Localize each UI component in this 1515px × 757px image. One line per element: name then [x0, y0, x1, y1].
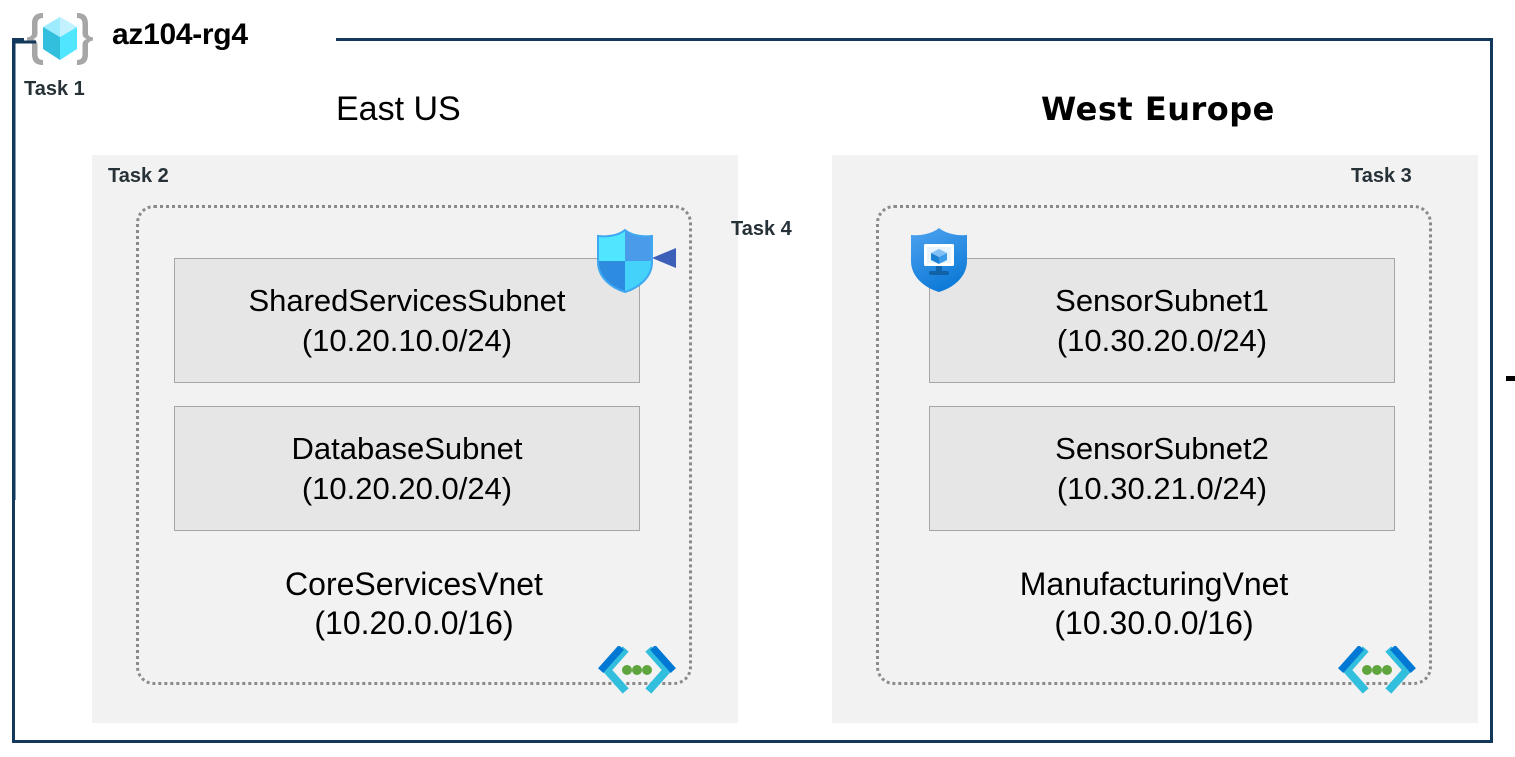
- vnet-manufacturing: ManufacturingVnet (10.30.0.0/16): [876, 205, 1432, 685]
- vnet-manufacturing-name: ManufacturingVnet: [1019, 566, 1289, 602]
- task-label-2: Task 2: [108, 165, 169, 187]
- vnet-core-services-cidr: (10.20.0.0/16): [314, 605, 514, 641]
- subnet-sensor-2: SensorSubnet2 (10.30.21.0/24): [929, 406, 1395, 531]
- resource-group-cube-icon: [24, 10, 96, 68]
- subnet-sensor-2-cidr: (10.30.21.0/24): [1056, 470, 1268, 506]
- subnet-sensor-1-cidr: (10.30.20.0/24): [1056, 322, 1268, 358]
- vnet-manufacturing-caption: ManufacturingVnet (10.30.0.0/16): [879, 565, 1429, 643]
- subnet-shared-services-cidr: (10.20.10.0/24): [301, 322, 513, 358]
- task-label-4: Task 4: [731, 218, 792, 240]
- resource-group-name: az104-rg4: [112, 18, 248, 51]
- subnet-sensor-1: SensorSubnet1 (10.30.20.0/24): [929, 258, 1395, 383]
- task1-leader-line: [12, 40, 36, 500]
- subnet-sensor-2-name: SensorSubnet2: [1055, 430, 1269, 466]
- vnet-core-services: CoreServicesVnet (10.20.0.0/16): [136, 205, 692, 685]
- subnet-shared-services: SharedServicesSubnet (10.20.10.0/24): [174, 258, 640, 383]
- vnet-core-services-caption: CoreServicesVnet (10.20.0.0/16): [139, 565, 689, 643]
- network-security-group-shield-icon: [594, 228, 656, 294]
- vnet-core-services-name: CoreServicesVnet: [285, 566, 543, 602]
- subnet-database-cidr: (10.20.20.0/24): [301, 470, 513, 506]
- subnet-sensor-1-name: SensorSubnet1: [1055, 282, 1269, 318]
- subnet-database-name: DatabaseSubnet: [291, 430, 523, 466]
- task-label-3: Task 3: [1351, 165, 1412, 187]
- subnet-database: DatabaseSubnet (10.20.20.0/24): [174, 406, 640, 531]
- region-title-east-us: East US: [336, 90, 461, 128]
- edge-tick-mark: [1506, 376, 1515, 381]
- subnet-shared-services-name: SharedServicesSubnet: [248, 282, 566, 318]
- virtual-network-icon: [597, 645, 677, 694]
- virtual-network-icon: [1337, 645, 1417, 694]
- defender-for-servers-shield-icon: [907, 226, 971, 294]
- vnet-manufacturing-cidr: (10.30.0.0/16): [1054, 605, 1254, 641]
- region-title-west-europe: West Europe: [1041, 90, 1275, 128]
- peering-arrow-left-icon: [652, 248, 912, 268]
- task-label-1: Task 1: [24, 78, 85, 100]
